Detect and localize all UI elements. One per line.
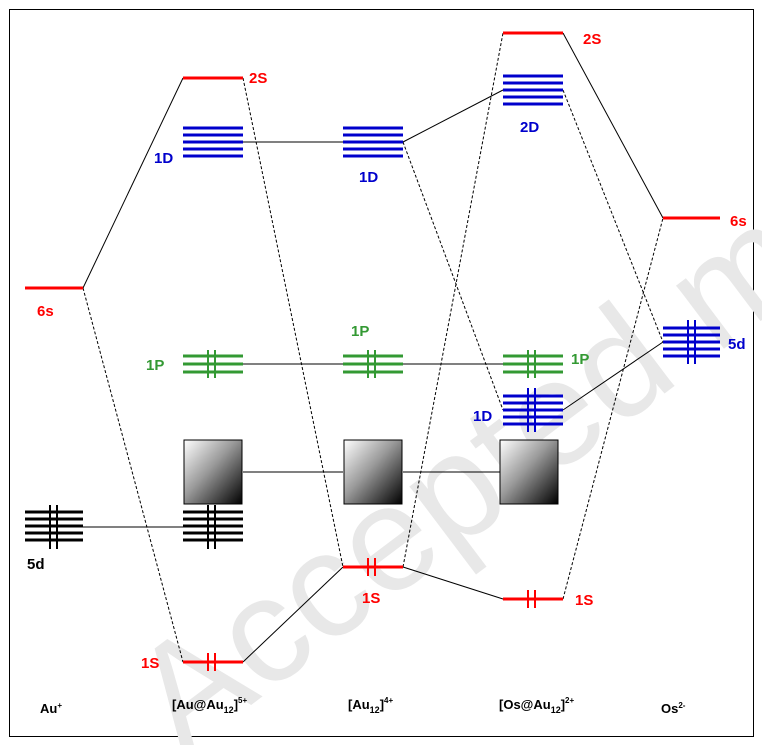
connector-1D-2D — [402, 89, 504, 143]
level-osau12-1D — [503, 394, 563, 426]
level-auau12-1P — [183, 354, 243, 374]
label-osau12-1S: 1S — [575, 592, 593, 609]
label-auau12-1P: 1P — [146, 357, 164, 374]
osau12-1P-electrons — [527, 350, 536, 378]
dash-2D-os5d — [562, 89, 664, 343]
label-os-6s: 6s — [730, 213, 747, 230]
connector-1S-osau-1S — [402, 566, 504, 600]
dash-2S-au12-1S — [242, 77, 344, 568]
column-title-au-ion: Au+ — [40, 701, 62, 716]
auau12-1P-electrons — [207, 350, 216, 378]
solid-connectors — [82, 32, 664, 663]
column-os-at-au12: 2S 2D 1P 1D — [473, 31, 601, 609]
label-osau12-2S: 2S — [583, 31, 601, 48]
level-au12-1D — [343, 126, 403, 158]
auau12-1S-electrons — [207, 653, 216, 671]
column-title-os-ion: Os2- — [661, 701, 686, 716]
dash-au6s-1S — [82, 287, 184, 663]
au12-core-d-band-block — [343, 439, 403, 505]
au12-1P-electrons — [367, 350, 376, 378]
label-auau12-1S: 1S — [141, 655, 159, 672]
label-au-6s: 6s — [37, 303, 54, 320]
label-auau12-2S: 2S — [249, 70, 267, 87]
auau12-core-d-electrons — [207, 505, 216, 549]
connector-1S-1S — [242, 566, 344, 663]
level-au12-1P — [343, 354, 403, 374]
connector-au6s-2S — [82, 77, 184, 289]
dashed-connectors — [82, 32, 664, 663]
column-au-at-au12: 2S 1D 1P — [141, 70, 267, 672]
connector-2S-os6s — [562, 32, 664, 219]
osau12-core-d-band-block — [499, 439, 559, 505]
label-au12-1S: 1S — [362, 590, 380, 607]
level-auau12-core-d — [183, 510, 243, 542]
column-title-au-at-au12: [Au@Au12]5+ — [172, 696, 247, 715]
label-au12-1P: 1P — [351, 323, 369, 340]
label-osau12-1P: 1P — [571, 351, 589, 368]
os-5d-electrons — [687, 320, 696, 364]
level-os-5d — [663, 326, 720, 358]
label-au-5d: 5d — [27, 556, 45, 573]
osau12-1D-electrons — [527, 388, 536, 432]
label-auau12-1D: 1D — [154, 150, 173, 167]
dash-au12-1S-2S — [402, 32, 504, 568]
column-au12: 1D 1P 1S — [343, 126, 403, 607]
dash-1S-os6s — [562, 217, 664, 600]
au12-1S-electrons — [367, 558, 376, 576]
level-au-5d — [25, 510, 83, 542]
au-5d-electrons — [49, 505, 58, 549]
dash-au12-1D-1D — [402, 141, 504, 411]
column-os-ion: 6s 5d — [663, 213, 747, 364]
label-au12-1D: 1D — [359, 169, 378, 186]
level-osau12-2D — [503, 74, 563, 106]
level-osau12-1P — [503, 354, 563, 374]
column-title-au12: [Au12]4+ — [348, 696, 393, 715]
column-au-ion: 6s 5d — [25, 286, 83, 573]
column-title-os-at-au12: [Os@Au12]2+ — [499, 696, 574, 715]
label-osau12-2D: 2D — [520, 119, 539, 136]
label-osau12-1D: 1D — [473, 408, 492, 425]
level-auau12-1D — [183, 126, 243, 158]
core-d-band-block — [183, 439, 243, 505]
watermark-text: Accepted ma — [101, 121, 762, 745]
connector-1D-os5d — [562, 341, 664, 411]
diagram-frame — [9, 9, 754, 737]
label-os-5d: 5d — [728, 336, 746, 353]
osau12-1S-electrons — [527, 590, 536, 608]
